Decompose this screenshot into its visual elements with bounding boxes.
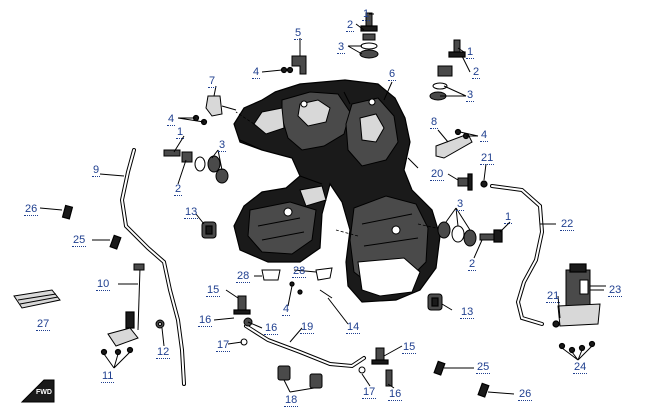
callout-4-bracket-5: 4 (252, 66, 261, 79)
callout-21-upper: 21 (480, 152, 495, 165)
fwd-arrow-icon (20, 379, 55, 403)
callout-2-top-center: 2 (346, 19, 355, 32)
leader-lines (39, 13, 604, 395)
callout-27: 27 (36, 318, 51, 331)
callout-28-left: 28 (236, 270, 251, 283)
callout-17-left: 17 (216, 339, 231, 352)
bolt-stack-right (437, 221, 503, 247)
callout-26-bottom: 26 (518, 388, 533, 401)
callout-9: 9 (92, 164, 101, 177)
bolt-stack-top-center (359, 12, 379, 59)
callout-21-lower: 21 (546, 290, 561, 303)
fuel-tank (233, 79, 441, 303)
grommet-12 (155, 319, 165, 329)
callout-7: 7 (208, 75, 217, 88)
callout-4-bracket-7: 4 (167, 113, 176, 126)
callout-17-right: 17 (362, 386, 377, 399)
callout-3-top-right: 3 (466, 89, 475, 102)
bracket-8 (435, 128, 473, 159)
callout-16-mid: 16 (264, 322, 279, 335)
callout-15-right: 15 (402, 341, 417, 354)
callout-6: 6 (388, 68, 397, 81)
pad-25-left (109, 234, 122, 250)
bolt-stack-top-right (429, 39, 466, 101)
grommet-13-left (201, 221, 217, 239)
callout-5: 5 (294, 27, 303, 40)
callout-25-bottom: 25 (476, 361, 491, 374)
callout-13-left: 13 (184, 206, 199, 219)
fuel-hose-22 (490, 184, 545, 326)
pad-27 (13, 289, 61, 309)
callout-4-bracket-8: 4 (480, 129, 489, 142)
callout-16-left: 16 (198, 314, 213, 327)
callout-15-left: 15 (206, 284, 221, 297)
callout-3-right: 3 (456, 198, 465, 211)
pad-26-bottom (477, 382, 490, 398)
callout-3-left: 3 (218, 139, 227, 152)
fittings-20-21 (457, 173, 488, 191)
pad-26-left (61, 204, 74, 220)
callout-1-right: 1 (504, 211, 513, 224)
callout-28-right: 28 (292, 265, 307, 278)
callout-20: 20 (430, 168, 445, 181)
callout-26-left: 26 (24, 203, 39, 216)
callout-2-left: 2 (174, 183, 183, 196)
grommet-13-right (427, 293, 443, 311)
bolt-14 (289, 281, 333, 299)
callout-12: 12 (156, 346, 171, 359)
callout-4-clips: 4 (282, 303, 291, 316)
callout-25-left: 25 (72, 234, 87, 247)
bolts-24 (558, 340, 596, 354)
callout-13-right: 13 (460, 306, 475, 319)
callout-23: 23 (608, 284, 623, 297)
bracket-5 (280, 55, 307, 75)
callout-8: 8 (430, 116, 439, 129)
fwd-badge-label: FWD (36, 389, 52, 396)
rod-assembly-10-11 (100, 263, 145, 356)
pad-25-bottom (433, 360, 446, 376)
callout-24: 24 (573, 361, 588, 374)
fuel-pump-23 (552, 263, 606, 328)
callout-19: 19 (300, 321, 315, 334)
bolt-stack-left (163, 149, 229, 184)
callout-16-right: 16 (388, 388, 403, 401)
callout-2-right: 2 (468, 258, 477, 271)
callout-22: 22 (560, 218, 575, 231)
hose-19 (244, 324, 366, 369)
fitting-15-16-left (233, 295, 253, 346)
callout-2-top-right: 2 (472, 66, 481, 79)
bracket-7 (192, 95, 237, 126)
fitting-15-16-right (358, 347, 393, 387)
callout-1-left: 1 (176, 126, 185, 139)
callout-10: 10 (96, 278, 111, 291)
callout-1-top-right: 1 (466, 46, 475, 59)
callout-1-top-center: 1 (362, 8, 371, 21)
callout-11: 11 (101, 370, 115, 383)
clamps-18 (277, 365, 323, 389)
vent-hose-9 (119, 148, 186, 386)
clips-28 (261, 267, 333, 281)
callout-18: 18 (284, 394, 299, 407)
callout-3-top-center: 3 (337, 41, 346, 54)
callout-14: 14 (346, 321, 361, 334)
